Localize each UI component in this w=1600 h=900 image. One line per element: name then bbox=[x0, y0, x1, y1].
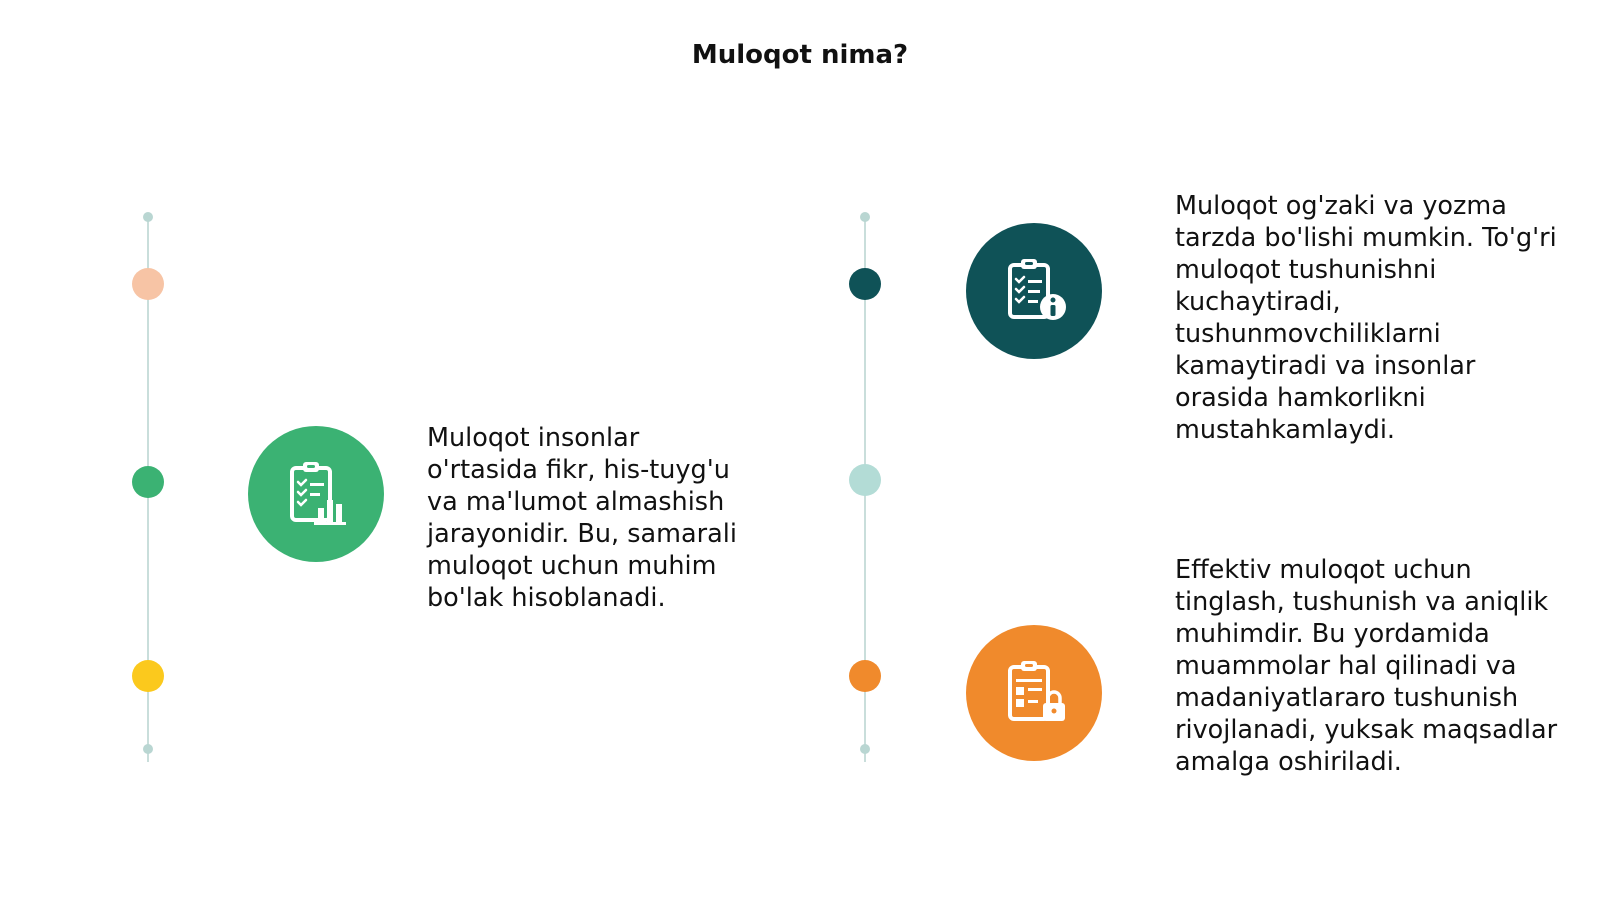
item-3-icon-circle bbox=[966, 625, 1102, 761]
timeline-cap-top bbox=[143, 212, 153, 222]
timeline-dot-light-teal bbox=[849, 464, 881, 496]
item-1-text: Muloqot insonlar o'rtasida fikr, his-tuy… bbox=[427, 423, 737, 613]
timeline-cap-bottom bbox=[860, 744, 870, 754]
timeline-dot-peach bbox=[132, 268, 164, 300]
timeline-dot-green bbox=[132, 466, 164, 498]
clipboard-info-icon bbox=[1008, 259, 1066, 320]
item-3-text: Effektiv muloqot uchun tinglash, tushuni… bbox=[1175, 555, 1558, 777]
timeline-cap-bottom bbox=[143, 744, 153, 754]
timeline-cap-top bbox=[860, 212, 870, 222]
item-2-text: Muloqot og'zaki va yozma tarzda bo'lishi… bbox=[1175, 191, 1557, 445]
clipboard-chart-icon bbox=[290, 462, 346, 525]
page-title: Muloqot nima? bbox=[691, 40, 909, 70]
timeline-left bbox=[132, 212, 164, 766]
item-2-icon-circle bbox=[966, 223, 1102, 359]
timeline-dot-dark-teal bbox=[849, 268, 881, 300]
timeline-dot-yellow bbox=[132, 660, 164, 692]
timeline-right bbox=[849, 212, 881, 766]
timeline-dot-orange bbox=[849, 660, 881, 692]
item-1-icon-circle bbox=[248, 426, 384, 562]
clipboard-lock-icon bbox=[1008, 661, 1065, 721]
